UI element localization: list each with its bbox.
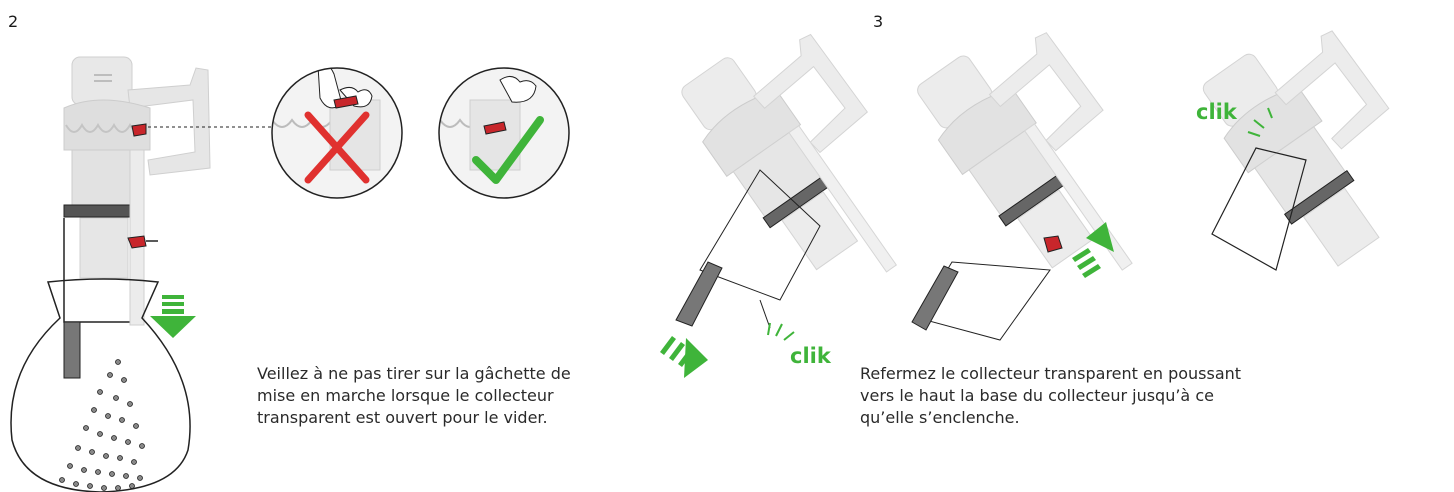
vacuum-illustration-step2 xyxy=(10,56,272,492)
zoom-correct-detail xyxy=(438,67,570,199)
click-sound-label-1: clik xyxy=(790,344,831,368)
click-marks-2 xyxy=(1247,107,1273,137)
arrow-down-icon xyxy=(150,295,196,338)
click-marks-1 xyxy=(767,322,795,341)
cross-icon xyxy=(304,111,370,184)
step-3-caption: Refermez le collecteur transparent en po… xyxy=(860,364,1242,427)
check-icon xyxy=(472,116,544,184)
step-2-number: 2 xyxy=(8,12,19,31)
vacuum-illustration-step3-open xyxy=(681,33,898,273)
step-2-caption: Veillez à ne pas tirer sur la gâchette d… xyxy=(257,364,571,427)
zoom-wrong-detail xyxy=(271,67,403,199)
arrow-right-icon xyxy=(660,336,708,378)
arrow-up-icon xyxy=(1072,222,1114,278)
vacuum-illustration-step3-closed xyxy=(1202,30,1390,267)
click-sound-label-2: clik xyxy=(1196,100,1237,124)
step-3-number: 3 xyxy=(873,12,884,31)
